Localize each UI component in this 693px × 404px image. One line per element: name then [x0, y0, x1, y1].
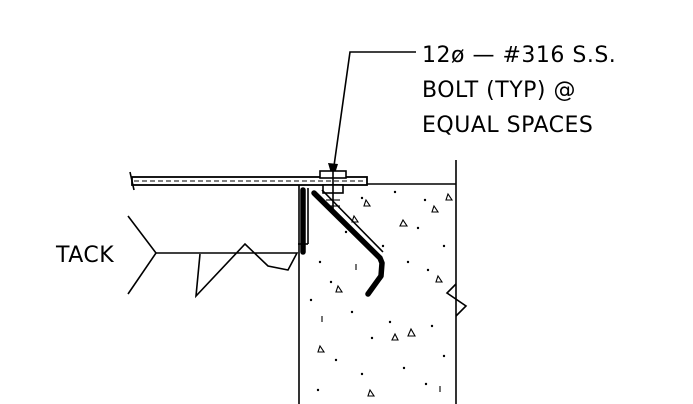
deck-plate	[129, 171, 368, 191]
callout-leader	[328, 51, 416, 180]
callout-line-3: EQUAL SPACES	[422, 113, 593, 138]
tack-outline	[127, 215, 299, 299]
anchor-bar	[311, 189, 385, 297]
concrete-stipple	[309, 190, 454, 397]
bolt	[319, 170, 347, 212]
callout-line-2: BOLT (TYP) @	[422, 78, 576, 103]
steel-angle	[298, 187, 309, 255]
tack-label: TACK	[55, 243, 114, 268]
callout-line-1: 12ø — #316 S.S.	[422, 43, 616, 68]
